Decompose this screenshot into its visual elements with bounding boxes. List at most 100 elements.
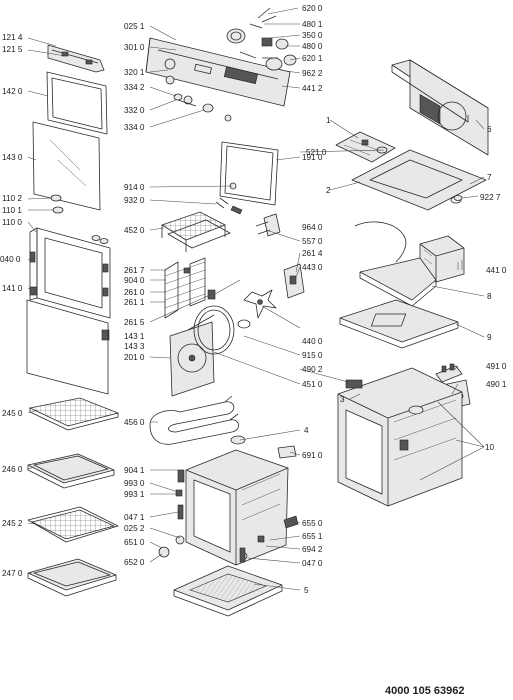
label-261-1: 261 1 [124, 298, 145, 307]
wiring-loom [354, 221, 407, 263]
label-047-0: 047 0 [302, 559, 323, 568]
label-121-4: 121 4 [2, 33, 23, 42]
callout-6: 6 [487, 125, 492, 134]
label-490-2: 490 2 [302, 365, 323, 374]
callout-7: 7 [487, 173, 492, 182]
lamp-holder [207, 279, 241, 300]
label-191-0: 191 0 [302, 153, 323, 162]
timer-and-switches [226, 7, 297, 71]
grill-mesh-tray [27, 506, 119, 543]
cooling-duct [359, 257, 437, 307]
label-655-0: 655 0 [302, 519, 323, 528]
label-047-1: 047 1 [124, 513, 145, 522]
label-332-0: 332 0 [124, 106, 145, 115]
label-441-0: 441 0 [486, 266, 507, 275]
callout-5: 5 [304, 586, 309, 595]
part-labels: 121 4 121 5 142 0 143 0 110 2 110 1 110 … [0, 4, 507, 697]
label-932-0: 932 0 [124, 196, 145, 205]
label-246-0: 246 0 [2, 465, 23, 474]
label-904-0: 904 0 [124, 276, 145, 285]
outer-door-glass [46, 71, 108, 135]
side-insulation-panel [339, 299, 459, 349]
inner-cavity-muffle [185, 449, 289, 566]
label-334-0: 334 0 [124, 123, 145, 132]
label-557-0: 557 0 [302, 237, 323, 246]
label-480-1: 480 1 [302, 20, 323, 29]
label-245-2: 245 2 [2, 519, 23, 528]
label-655-1: 655 1 [302, 532, 323, 541]
top-control-board [335, 131, 396, 163]
control-panel [145, 37, 291, 107]
label-456-0: 456 0 [124, 418, 145, 427]
label-143-0: 143 0 [2, 153, 23, 162]
callout-9: 9 [487, 333, 492, 342]
label-247-0: 247 0 [2, 569, 23, 578]
door-spacers [50, 194, 109, 244]
cavity-hinges-and-clips [158, 435, 299, 563]
leader-lines [27, 7, 485, 591]
outer-casing [337, 367, 463, 507]
label-301-0: 301 0 [124, 43, 145, 52]
label-652-0: 652 0 [124, 558, 145, 567]
label-121-5: 121 5 [2, 45, 23, 54]
label-261-7: 261 7 [124, 266, 145, 275]
callout-3: 3 [340, 395, 345, 404]
label-993-1: 993 1 [124, 490, 145, 499]
label-451-0: 451 0 [302, 380, 323, 389]
oven-door-seal [219, 141, 279, 206]
label-922-7: 922 7 [480, 193, 501, 202]
label-110-0: 110 0 [2, 218, 22, 227]
label-620-0: 620 0 [302, 4, 323, 13]
top-heat-shield [351, 146, 487, 211]
callout-10: 10 [485, 443, 495, 452]
label-620-1: 620 1 [302, 54, 323, 63]
document-number: 4000 105 63962 [385, 685, 465, 697]
label-320-1: 320 1 [124, 68, 145, 77]
label-440-0: 440 0 [302, 337, 323, 346]
label-143-3: 143 3 [124, 342, 145, 351]
motor-bracket [283, 263, 305, 299]
label-025-1: 025 1 [124, 22, 145, 31]
label-350-0: 350 0 [302, 31, 323, 40]
oven-base-plate [173, 565, 283, 617]
label-201-0: 201 0 [124, 353, 145, 362]
label-025-2: 025 2 [124, 524, 145, 533]
inner-door-frame [29, 227, 111, 341]
inner-door-glass [26, 299, 109, 395]
label-694-2: 694 2 [302, 545, 323, 554]
label-261-4: 261 4 [302, 249, 323, 258]
grill-heating-element [149, 395, 239, 445]
outer-top-panel [391, 59, 489, 156]
shelf-support-grid [161, 211, 231, 252]
label-261-5: 261 5 [124, 318, 145, 327]
label-261-0: 261 0 [124, 288, 145, 297]
wire-shelf [28, 397, 120, 431]
label-521-0: 521 0 [306, 148, 327, 157]
label-964-0: 964 0 [302, 223, 323, 232]
convection-fan-assembly [169, 309, 231, 397]
cooling-fan-blade [237, 289, 277, 329]
label-915-0: 915 0 [302, 351, 323, 360]
label-441-2: 441 2 [302, 84, 323, 93]
label-334-2: 334 2 [124, 83, 145, 92]
label-904-1: 904 1 [124, 466, 145, 475]
label-141-0: 141 0 [2, 284, 23, 293]
label-143-1: 143 1 [124, 332, 145, 341]
drip-pan [27, 558, 117, 597]
label-491-0: 491 0 [486, 362, 507, 371]
label-651-0: 651 0 [124, 538, 145, 547]
callout-1: 1 [326, 116, 331, 125]
callout-4: 4 [304, 426, 309, 435]
label-443-0: 443 0 [302, 263, 323, 272]
callout-8: 8 [487, 292, 492, 301]
label-245-0: 245 0 [2, 409, 23, 418]
label-490-1: 490 1 [486, 380, 507, 389]
label-142-0: 142 0 [2, 87, 23, 96]
label-452-0: 452 0 [124, 226, 145, 235]
label-040-0: 040 0 [0, 255, 21, 264]
door-handle [47, 44, 105, 73]
label-914-0: 914 0 [124, 183, 145, 192]
terminal-block [435, 363, 463, 383]
small-fasteners [215, 182, 243, 215]
